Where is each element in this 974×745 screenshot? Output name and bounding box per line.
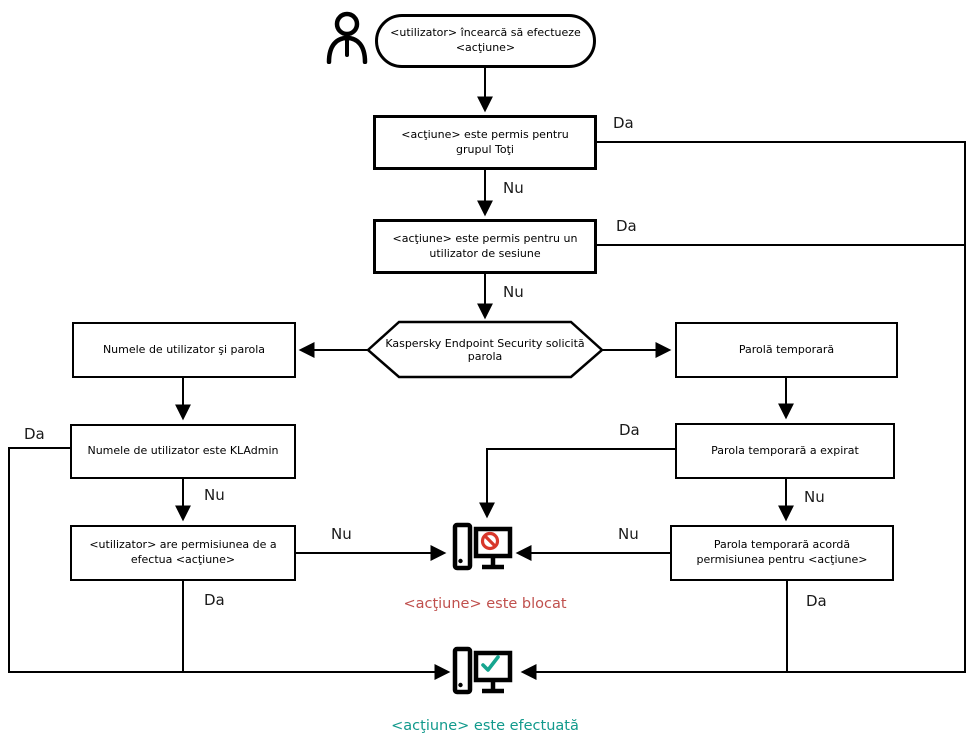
edge-label-group-da: Da — [613, 114, 634, 132]
node-temp-password: Parolă temporară — [675, 322, 898, 378]
edge-label-expired-nu: Nu — [804, 488, 825, 506]
node-kes-prompt: Kaspersky Endpoint Security solicită par… — [385, 336, 585, 363]
edge-label-kladmin-nu: Nu — [204, 486, 225, 504]
blocked-computer-icon — [452, 522, 514, 578]
edge-expired-to-blocked-da — [479, 448, 675, 519]
node-username-is-kladmin: Numele de utilizator este KLAdmin — [70, 424, 296, 479]
start-node: <utilizator> încearcă să efectueze <acţi… — [375, 14, 596, 68]
user-icon — [325, 8, 369, 68]
node-kes-prompt-shape — [366, 320, 604, 379]
edge-group-da-to-done — [520, 141, 966, 680]
edge-label-grants-da: Da — [806, 592, 827, 610]
node-temp-password-expired: Parola temporară a expirat — [675, 423, 895, 479]
edge-label-session-da: Da — [616, 217, 637, 235]
edge-label-expired-da: Da — [619, 421, 640, 439]
edge-label-perm-da: Da — [204, 591, 225, 609]
checkmark-icon — [481, 655, 500, 672]
node-action-allowed-group: <acţiune> este permis pentru grupul Toţi — [373, 115, 597, 170]
done-computer-icon — [452, 646, 514, 702]
blocked-caption: <acţiune> este blocat — [403, 596, 567, 612]
edge-label-group-nu: Nu — [503, 179, 524, 197]
edge-label-session-nu: Nu — [503, 283, 524, 301]
edge-label-perm-nu: Nu — [331, 525, 352, 543]
done-caption: <acţiune> este efectuată — [391, 718, 579, 734]
edge-label-kladmin-da: Da — [24, 425, 45, 443]
prohibition-icon — [480, 531, 500, 551]
edge-kladmin-da-to-done — [8, 447, 451, 680]
node-user-has-permission: <utilizator> are permisiunea de a efectu… — [70, 525, 296, 581]
node-action-allowed-session: <acţiune> este permis pentru un utilizat… — [373, 219, 597, 274]
node-username-password: Numele de utilizator şi parola — [72, 322, 296, 378]
edge-label-grants-nu: Nu — [618, 525, 639, 543]
node-temp-password-grants: Parola temporară acordă permisiunea pent… — [670, 525, 894, 581]
